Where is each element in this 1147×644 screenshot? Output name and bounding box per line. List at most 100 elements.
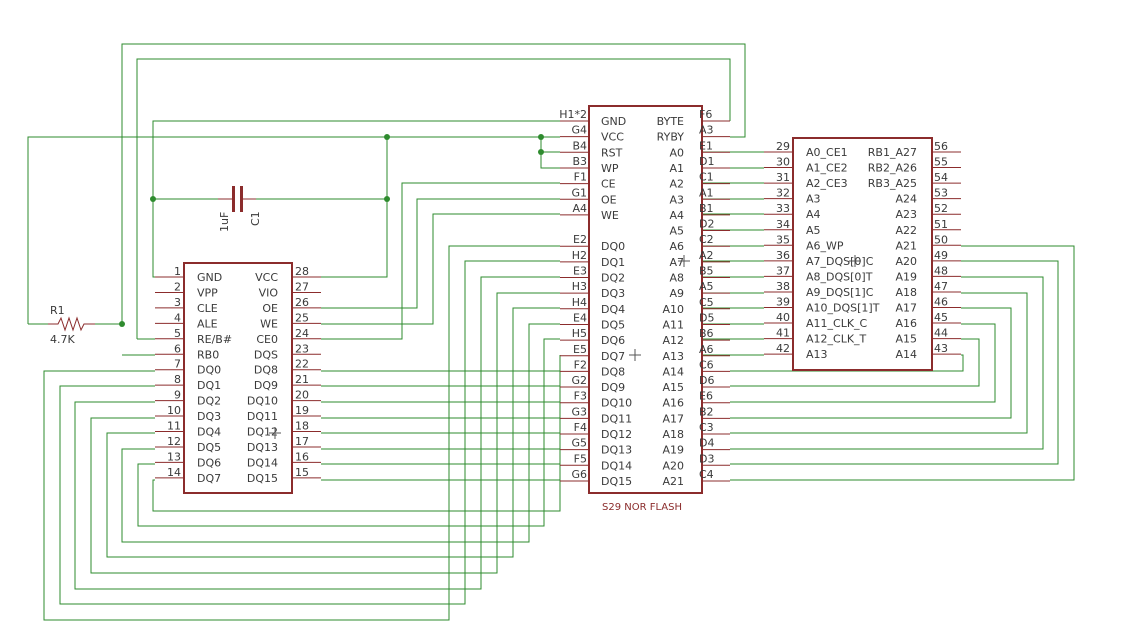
addr-right-pin-name: A21: [895, 239, 917, 252]
addr-left-pin-number: 38: [776, 280, 790, 293]
nand-left-pin-number: 12: [167, 435, 181, 448]
flash-right-pin-ball: D2: [699, 218, 714, 231]
nand-chip[interactable]: [183, 262, 293, 494]
junction-dot: [384, 196, 390, 202]
addr-right-pin-number: 49: [934, 249, 948, 262]
nand-right-pin-name: VIO: [259, 286, 279, 299]
flash-right-pin-ball: C1: [699, 171, 714, 184]
resistor-r1[interactable]: R1 4.7K: [48, 304, 95, 346]
flash-left-pin-name: DQ11: [601, 412, 632, 425]
nand-right-pin-name: DQ9: [254, 379, 278, 392]
addr-right-pin-name: A18: [895, 286, 917, 299]
flash-chip[interactable]: S29 NOR FLASH: [588, 105, 703, 513]
nand-right-pin-name: OE: [262, 302, 278, 315]
nand-right-pin-number: 21: [295, 373, 309, 386]
nand-left-pin-number: 13: [167, 450, 181, 463]
flash-left-pin-ball: A4: [572, 202, 587, 215]
addr-right-pin-name: A15: [895, 333, 917, 346]
flash-chip-label: S29 NOR FLASH: [602, 502, 682, 513]
flash-left-pin-name: VCC: [601, 131, 624, 144]
flash-left-pin-name: DQ14: [601, 459, 632, 472]
resistor-ref: R1: [50, 304, 65, 317]
capacitor-c1[interactable]: 1uF C1: [218, 186, 262, 232]
flash-left-pin-ball: F3: [574, 390, 587, 403]
wire-segment: [321, 213, 560, 325]
flash-right-pin-name: A17: [662, 412, 684, 425]
addr-left-pin-name: A7_DQS[0]C: [806, 255, 874, 268]
wire-segment: [27, 136, 560, 324]
flash-right-pin-ball: A2: [699, 249, 714, 262]
nand-right-pin-name: DQ14: [247, 456, 278, 469]
addr-right-pin-number: 48: [934, 264, 948, 277]
wire-segment: [540, 137, 560, 153]
addr-left-pin-name: A2_CE3: [806, 177, 848, 190]
flash-right-pin-name: A16: [662, 397, 684, 410]
nand-right-pin-number: 19: [295, 404, 309, 417]
flash-right-pin-ball: D3: [699, 452, 714, 465]
flash-right-pin-name: RYBY: [657, 131, 685, 144]
nand-left-pin-name: ALE: [197, 317, 218, 330]
nand-left-pin-number: 14: [167, 466, 181, 479]
flash-left-pin-name: WP: [601, 162, 619, 175]
flash-left-pin-name: RST: [601, 146, 623, 159]
wire-segment: [730, 245, 1075, 481]
flash-right-pin-name: A1: [669, 162, 684, 175]
flash-left-pin-name: DQ0: [601, 240, 625, 253]
nand-left-pin-number: 3: [174, 296, 181, 309]
nand-right-pin-number: 23: [295, 342, 309, 355]
addr-left-pin-number: 29: [776, 140, 790, 153]
addr-right-pin-name: A24: [895, 193, 917, 206]
addr-left-pin-number: 36: [776, 249, 790, 262]
nand-right-pin-number: 17: [295, 435, 309, 448]
flash-left-pin-name: DQ13: [601, 444, 632, 457]
address-chip[interactable]: [792, 137, 933, 371]
flash-left-pin-name: DQ1: [601, 256, 625, 269]
flash-right-pin-name: A13: [662, 350, 684, 363]
addr-right-pin-name: A16: [895, 317, 917, 330]
addr-right-pin-number: 50: [934, 233, 948, 246]
nand-left-pin-name: DQ4: [197, 426, 221, 439]
addr-left-pin-name: A8_DQS[0]T: [806, 270, 873, 283]
flash-right-pin-name: A2: [669, 178, 684, 191]
nand-right-pin-number: 28: [295, 265, 309, 278]
flash-right-pin-name: A7: [669, 256, 684, 269]
flash-left-pin-name: DQ7: [601, 350, 625, 363]
flash-chip-body: [588, 105, 703, 494]
nand-left-pin-name: DQ6: [197, 456, 221, 469]
flash-right-pin-name: A5: [669, 225, 684, 238]
nand-left-pin-name: RE/B#: [197, 333, 232, 346]
flash-right-pin-ball: B1: [699, 202, 714, 215]
wire-segment: [540, 152, 560, 169]
flash-left-pin-name: DQ5: [601, 318, 625, 331]
flash-right-pin-name: A11: [662, 318, 684, 331]
nand-left-pin-name: GND: [197, 271, 222, 284]
wire-segment: [43, 245, 560, 621]
flash-left-pin-ball: F5: [574, 452, 587, 465]
addr-left-pin-number: 34: [776, 218, 790, 231]
nand-right-pin-number: 15: [295, 466, 309, 479]
addr-left-pin-number: 31: [776, 171, 790, 184]
address-chip-body: [792, 137, 933, 371]
addr-right-pin-number: 46: [934, 296, 948, 309]
flash-right-pin-name: A15: [662, 381, 684, 394]
wire-segment: [137, 338, 560, 527]
addr-right-pin-number: 53: [934, 187, 948, 200]
addr-right-pin-name: A20: [895, 255, 917, 268]
nand-left-pin-name: DQ7: [197, 472, 221, 485]
flash-right-pin-ball: D1: [699, 155, 714, 168]
capacitor-ref: C1: [249, 211, 262, 226]
nand-left-pin-number: 10: [167, 404, 181, 417]
junctions: [119, 134, 861, 439]
flash-right-pin-name: A19: [662, 444, 684, 457]
wire-segment: [321, 198, 560, 309]
nand-left-pin-name: DQ0: [197, 364, 221, 377]
flash-right-pin-name: A12: [662, 334, 684, 347]
flash-right-pin-ball: D6: [699, 374, 714, 387]
nand-left-pin-number: 1: [174, 265, 181, 278]
flash-left-pin-ball: H3: [572, 280, 587, 293]
nand-right-pin-name: DQS: [254, 348, 278, 361]
resistor-symbol: [48, 316, 95, 332]
junction-dot: [538, 134, 544, 140]
addr-left-pin-number: 32: [776, 187, 790, 200]
